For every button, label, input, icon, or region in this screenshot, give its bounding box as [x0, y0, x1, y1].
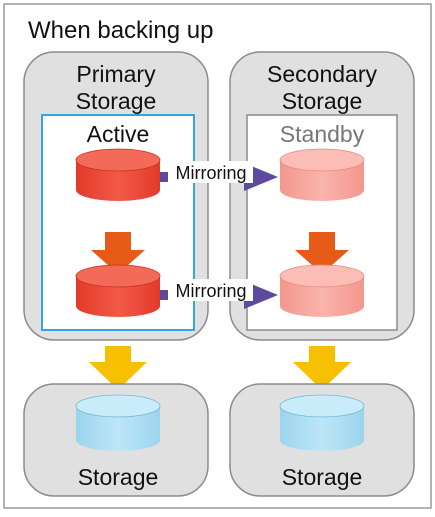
backup-database-left — [75, 394, 161, 451]
mirroring-label-bottom: Mirroring — [175, 281, 246, 301]
down-arrow-backup-right — [293, 346, 351, 390]
standby-database-bottom — [279, 264, 365, 317]
down-arrow-standby — [295, 232, 349, 274]
mirroring-arrow-top: Mirroring — [160, 161, 278, 191]
secondary-label-line1: Secondary — [267, 61, 377, 87]
primary-label-line1: Primary — [76, 61, 156, 87]
standby-database-top — [279, 148, 365, 201]
diagram-title: When backing up — [28, 17, 213, 44]
active-database-bottom — [75, 264, 161, 317]
backup-label-right: Storage — [282, 464, 363, 490]
mirroring-label-top: Mirroring — [175, 163, 246, 183]
backup-label-left: Storage — [78, 464, 159, 490]
backup-database-right — [279, 394, 365, 451]
active-label: Active — [87, 121, 150, 147]
secondary-label-line2: Storage — [282, 88, 363, 114]
down-arrow-active — [91, 232, 145, 274]
down-arrow-backup-left — [89, 346, 147, 390]
mirroring-arrow-bottom: Mirroring — [160, 279, 278, 309]
primary-label-line2: Storage — [76, 88, 157, 114]
standby-label: Standby — [280, 121, 365, 147]
active-database-top — [75, 148, 161, 201]
